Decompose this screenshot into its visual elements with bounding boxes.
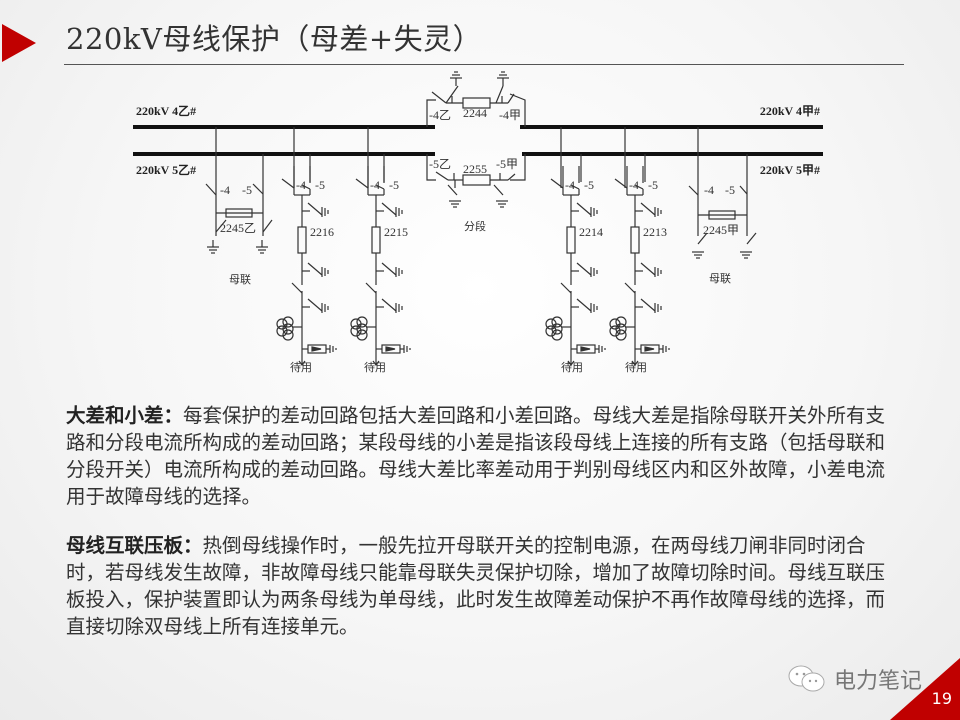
label-2245yi: 2245乙	[220, 221, 256, 235]
label-2216-5: -5	[315, 178, 325, 192]
paragraph-differential-body: 每套保护的差动回路包括大差回路和小差回路。母线大差是指除母联开关外所有支路和分段…	[66, 404, 886, 508]
feeder-2215	[351, 127, 410, 365]
label-2213-4: -4	[629, 178, 639, 192]
label-sectional: 分段	[464, 219, 486, 233]
paragraph-differential: 大差和小差：每套保护的差动回路包括大差回路和小差回路。母线大差是指除母联开关外所…	[66, 402, 896, 510]
label-2214-5: -5	[584, 178, 594, 192]
label-coupler-right-4: -4	[704, 183, 714, 197]
paragraph-differential-lead: 大差和小差：	[66, 404, 184, 427]
bus4-right-label: 220kV 4甲#	[760, 104, 820, 118]
feeder-2213	[610, 127, 669, 365]
label-2215-4: -4	[370, 178, 380, 192]
label-coupler-right: 母联	[709, 272, 731, 285]
paragraph-interconnect-lead: 母线互联压板：	[66, 534, 203, 557]
paragraph-interconnect: 母线互联压板：热倒母线操作时，一般先拉开母联开关的控制电源，在两母线刀闸非同时闭…	[66, 532, 896, 640]
label-2214-spare: 待用	[561, 360, 583, 374]
label-2244: 2244	[463, 106, 487, 120]
feeder-2216	[277, 127, 336, 365]
single-line-diagram: 220kV 4乙# 220kV 5乙# 220kV 4甲# 220kV 5甲#	[133, 71, 823, 374]
title-arrow-icon	[2, 24, 36, 62]
bus5-right-label: 220kV 5甲#	[760, 163, 820, 177]
bus4-left-label: 220kV 4乙#	[136, 104, 196, 118]
label-2214-4: -4	[565, 178, 575, 192]
label-coupler-right-5: -5	[725, 183, 735, 197]
label-2213-5: -5	[648, 178, 658, 192]
label-2255: 2255	[463, 162, 487, 176]
label-2214: 2214	[579, 225, 603, 239]
label-5yi: -5乙	[429, 157, 451, 171]
label-4jia: -4甲	[499, 108, 521, 122]
label-2213-spare: 待用	[625, 360, 647, 374]
label-2215-spare: 待用	[364, 360, 386, 374]
label-4yi: -4乙	[429, 108, 451, 122]
wechat-icon	[788, 665, 825, 692]
label-2245jia: 2245甲	[703, 223, 739, 237]
label-coupler-left-4: -4	[220, 183, 230, 197]
corner-accent	[890, 658, 960, 720]
label-coupler-left: 母联	[229, 273, 251, 286]
paragraph-interconnect-body: 热倒母线操作时，一般先拉开母联开关的控制电源，在两母线刀闸非同时闭合时，若母线发…	[66, 534, 886, 638]
page-number: 19	[931, 689, 952, 708]
label-coupler-left-5: -5	[242, 183, 252, 197]
title-divider	[64, 64, 904, 65]
bus5-left-label: 220kV 5乙#	[136, 163, 196, 177]
label-2213: 2213	[643, 225, 667, 239]
bus-coupler-2245jia	[688, 127, 757, 259]
label-2216-spare: 待用	[290, 360, 312, 374]
bus-coupler-2245yi	[205, 127, 273, 254]
label-2215-5: -5	[389, 178, 399, 192]
sectional-2255	[426, 154, 526, 208]
label-2216: 2216	[310, 225, 334, 239]
sectional-2244	[426, 71, 526, 127]
label-2216-4: -4	[296, 178, 306, 192]
feeder-2214	[546, 127, 605, 365]
slide-title: 220kV母线保护（母差+失灵）	[66, 22, 483, 56]
label-2215: 2215	[384, 225, 408, 239]
label-5jia: -5甲	[496, 157, 518, 171]
